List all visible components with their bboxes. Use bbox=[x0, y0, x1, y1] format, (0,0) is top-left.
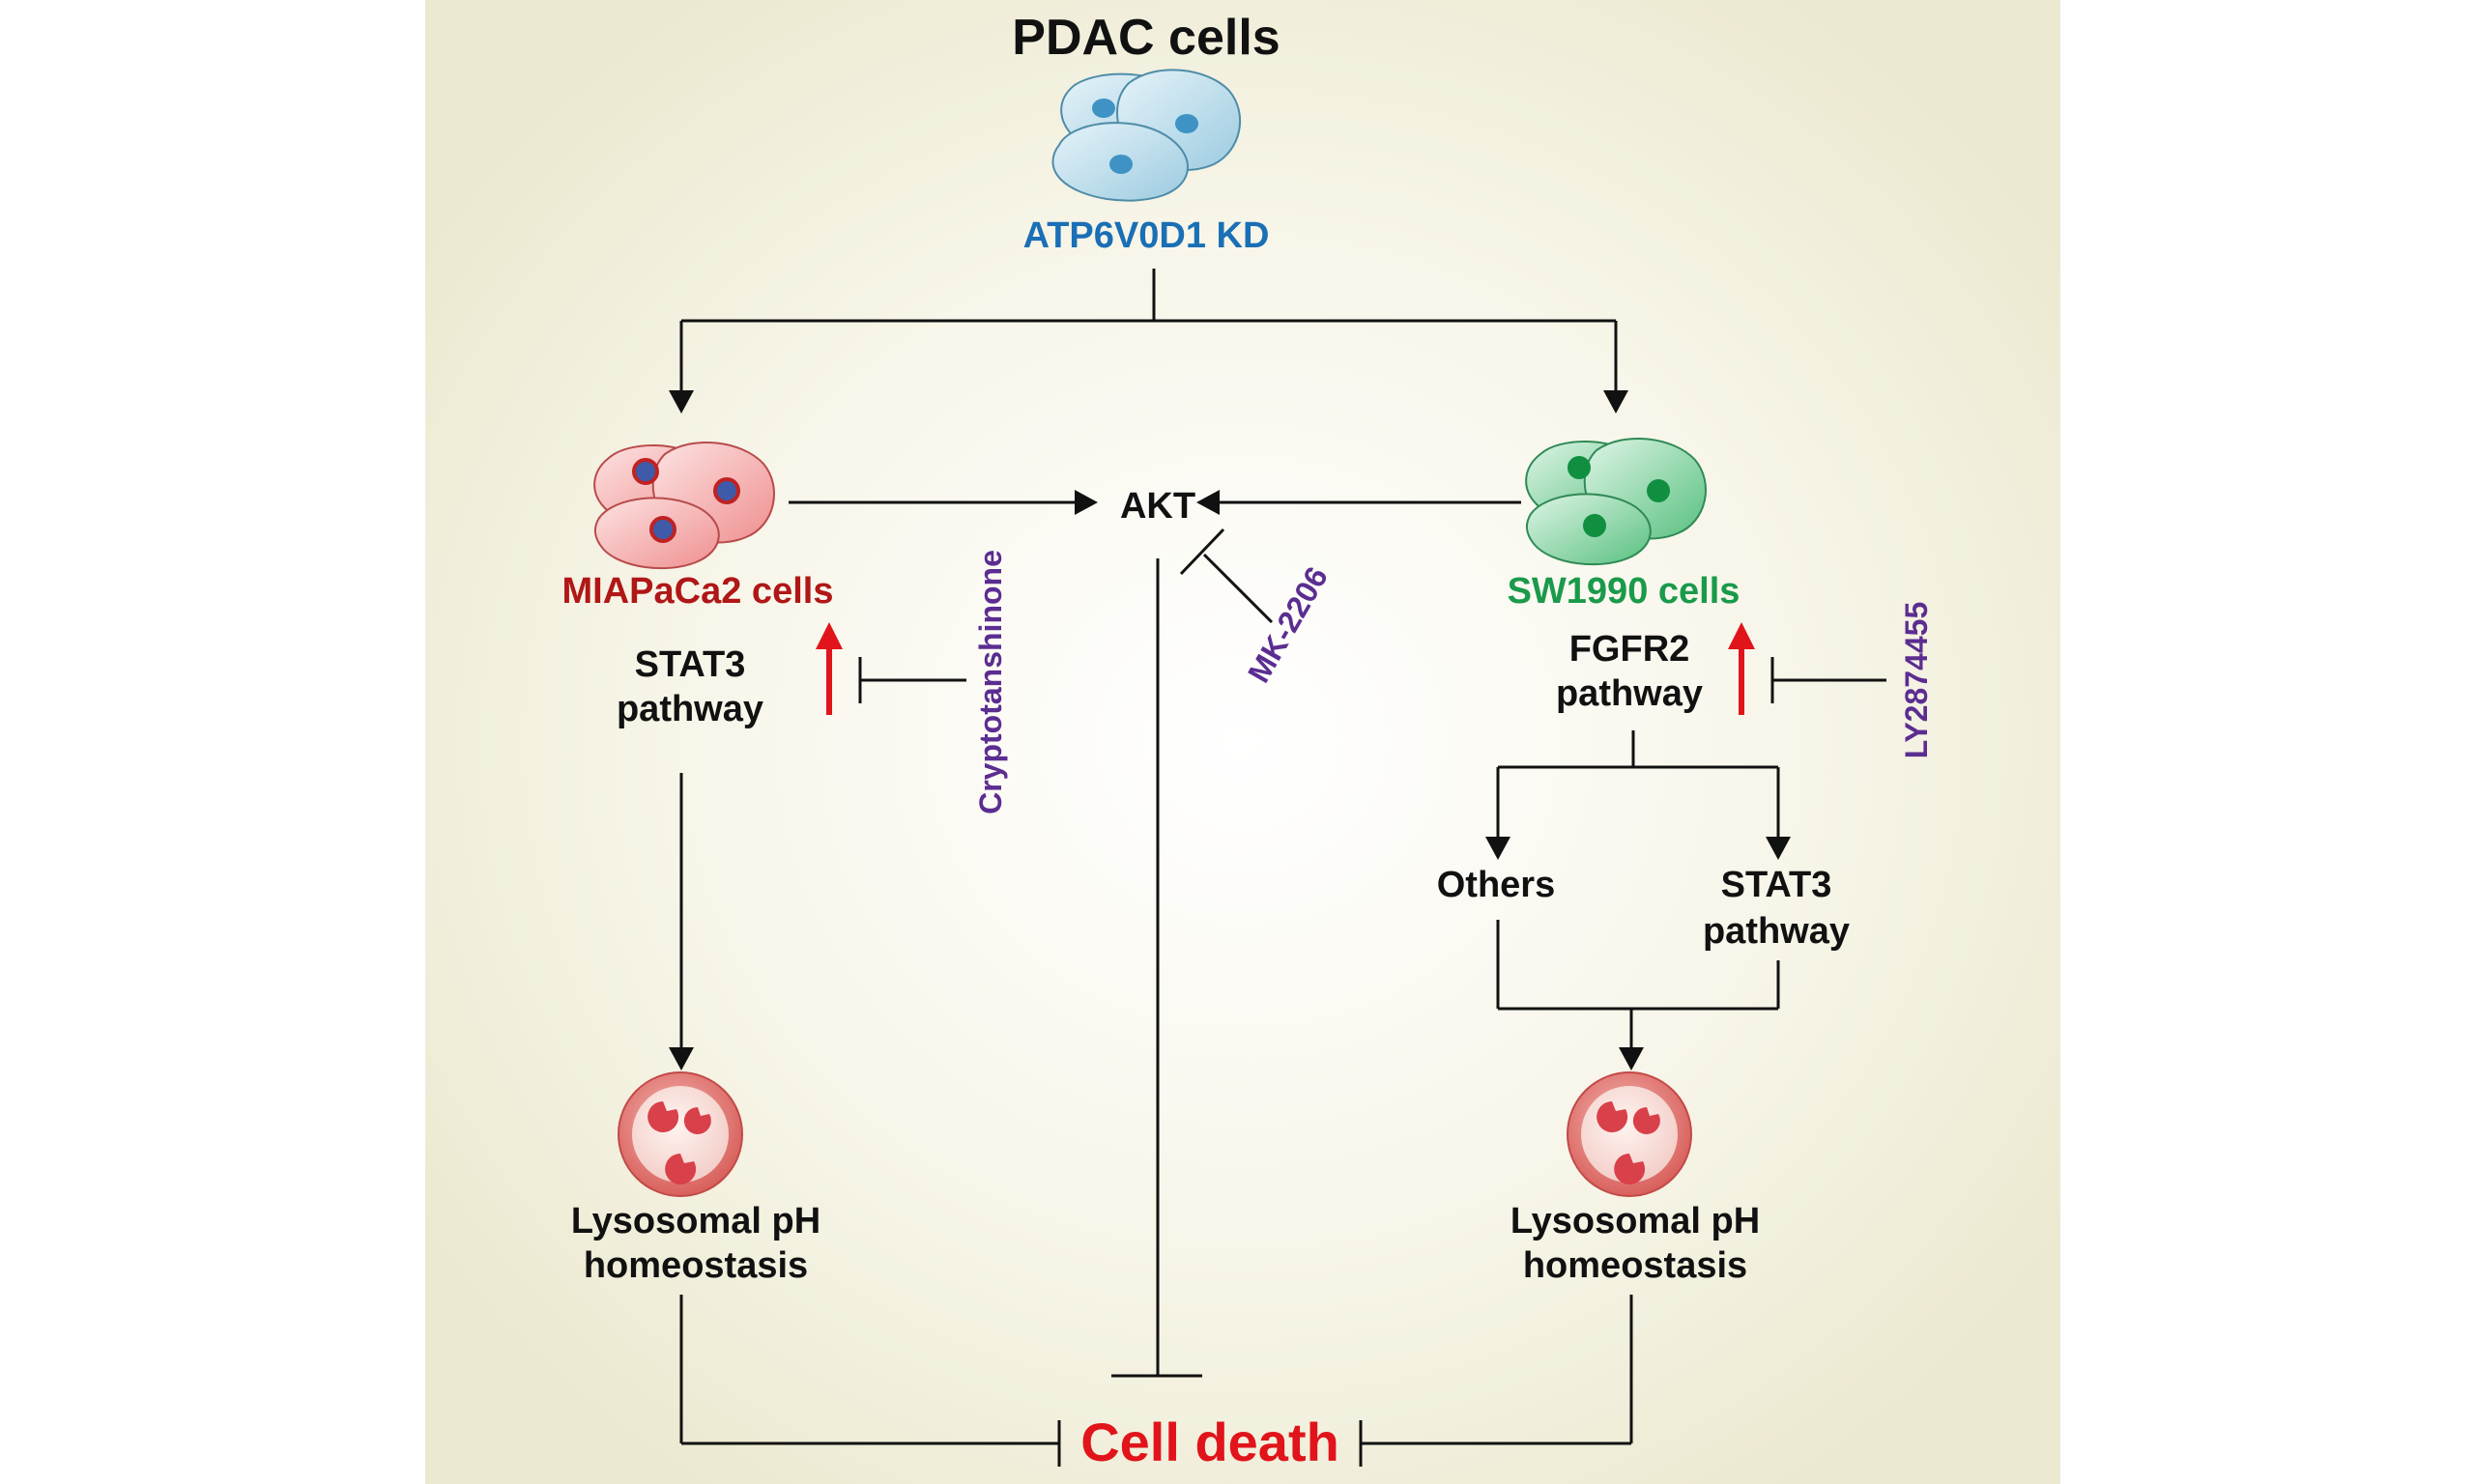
right-fgfr2-label: FGFR2 bbox=[1569, 629, 1690, 670]
fgfr2-branch-lines bbox=[1496, 730, 1780, 837]
cell-death-label: Cell death bbox=[1080, 1412, 1339, 1472]
ly2874455-label: LY2874455 bbox=[1899, 602, 1934, 759]
arrowhead-right-to-lysosome bbox=[1619, 1047, 1644, 1070]
left-pathway-label: pathway bbox=[617, 689, 763, 729]
arrowhead-sw1990-to-akt bbox=[1196, 490, 1220, 515]
arrowhead-to-right-stat3 bbox=[1766, 837, 1791, 860]
akt-label: AKT bbox=[1120, 486, 1195, 527]
left-lysosomal-label-2: homeostasis bbox=[584, 1245, 808, 1286]
right-lysosomal-label-1: Lysosomal pH bbox=[1510, 1201, 1760, 1241]
right-upregulation-arrowhead bbox=[1728, 622, 1755, 649]
right-lysosomal-label-2: homeostasis bbox=[1523, 1245, 1747, 1286]
right-merge-lines bbox=[1496, 920, 1780, 1047]
left-to-cell-death-lines bbox=[679, 1295, 1061, 1467]
sw1990-cells-icon bbox=[1525, 438, 1707, 566]
mk2206-inhibition-line bbox=[1202, 553, 1274, 624]
arrowhead-miapaca2-to-akt bbox=[1075, 490, 1098, 515]
left-lysosome-icon bbox=[618, 1071, 743, 1197]
top-branch-lines bbox=[679, 269, 1618, 390]
left-stat3-label: STAT3 bbox=[635, 644, 746, 685]
sw1990-label: SW1990 cells bbox=[1508, 571, 1740, 612]
miapaca2-cells-icon bbox=[593, 442, 775, 570]
arrowhead-left-to-lysosome bbox=[669, 1047, 694, 1070]
background-panel bbox=[425, 0, 2060, 1484]
arrowhead-to-others bbox=[1485, 837, 1510, 860]
title: PDAC cells bbox=[1012, 10, 1280, 66]
miapaca2-label: MIAPaCa2 cells bbox=[562, 571, 834, 612]
left-lysosomal-label-1: Lysosomal pH bbox=[571, 1201, 820, 1241]
right-stat3-label: STAT3 bbox=[1721, 865, 1832, 905]
right-lysosome-icon bbox=[1567, 1071, 1692, 1197]
pdac-cells-icon bbox=[1051, 69, 1242, 202]
cryptotanshinone-label: Cryptotanshinone bbox=[973, 550, 1008, 814]
right-stat3-pathway-label: pathway bbox=[1703, 911, 1850, 952]
right-pathway-label: pathway bbox=[1556, 673, 1703, 714]
others-label: Others bbox=[1437, 865, 1555, 905]
mk2206-inhibition-bar bbox=[1179, 528, 1225, 576]
arrowhead-to-miapaca2 bbox=[669, 390, 694, 414]
left-upregulation-arrowhead bbox=[816, 622, 843, 649]
arrowhead-to-sw1990 bbox=[1603, 390, 1628, 414]
treatment-label: ATP6V0D1 KD bbox=[1023, 215, 1270, 256]
right-to-cell-death-lines bbox=[1359, 1295, 1633, 1467]
